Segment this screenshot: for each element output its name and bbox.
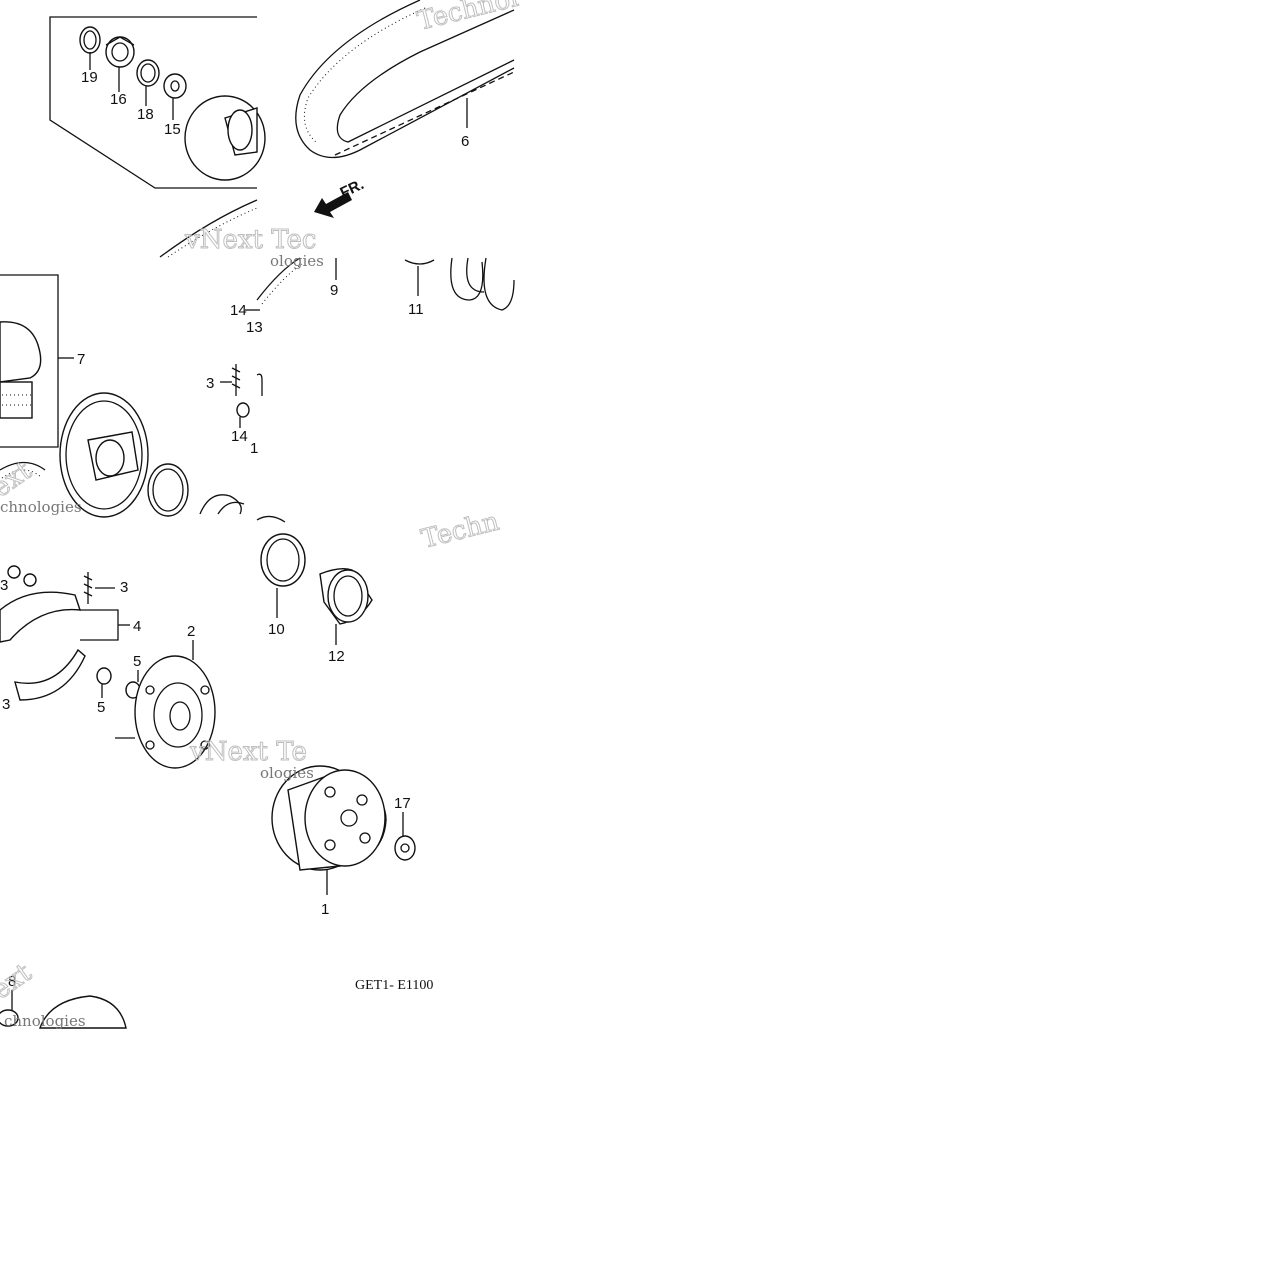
needle-bearing-16-icon xyxy=(105,36,135,68)
callout-1-partial: 1 xyxy=(250,440,258,457)
callout-9: 9 xyxy=(330,282,338,299)
callout-6: 6 xyxy=(461,133,469,150)
callout-15: 15 xyxy=(164,121,181,138)
tile-lower-left: 3 3 4 3 5 5 2 vNext Te xyxy=(0,565,307,769)
callout-13: 13 xyxy=(246,319,263,336)
front-arrow-label: FR. xyxy=(338,176,367,202)
spring-11-icon xyxy=(404,259,435,265)
callout-11: 11 xyxy=(408,301,424,318)
drive-belt-6-icon xyxy=(295,0,515,159)
callout-5: 5 xyxy=(133,653,141,670)
callout-3: 3 xyxy=(206,375,214,392)
tile-middle-right: 9 11 14 13 ologies xyxy=(230,252,515,396)
watermark-text: vNext Tec xyxy=(184,225,316,255)
inset-frame xyxy=(49,16,257,189)
drive-plate-2-icon xyxy=(134,655,216,769)
spring-3-icon xyxy=(231,364,241,396)
seal-ring-icon xyxy=(147,463,189,517)
driven-pulley-7-icon xyxy=(0,321,42,383)
tile-top-right: 6 FR. Technol xyxy=(295,0,522,218)
callout-5: 5 xyxy=(97,699,105,716)
watermark-text: Techn xyxy=(418,507,502,555)
callout-17: 17 xyxy=(394,795,411,812)
callout-3-partial: 3 xyxy=(0,577,8,594)
tile-bottom-left: 8 ext chnologies xyxy=(0,957,127,1030)
callout-3-low: 3 xyxy=(2,696,10,713)
watermark-text: ext xyxy=(0,958,38,1006)
tile-top-left: vNext Tec 19 16 18 15 xyxy=(49,16,317,258)
clutch-assembly-fragment-icon xyxy=(39,995,127,1029)
watermark-text: vNext Te xyxy=(189,737,307,767)
callout-1: 1 xyxy=(321,901,329,918)
tile-middle-left: 7 3 14 1 ext chnologies xyxy=(0,274,258,518)
ring-10-icon xyxy=(260,533,306,587)
callout-18: 18 xyxy=(137,106,154,123)
tile-lower-right: 10 12 Techn xyxy=(256,506,503,665)
callout-10: 10 xyxy=(268,621,285,638)
callout-3: 3 xyxy=(120,579,128,596)
part-8-icon xyxy=(0,1009,19,1027)
nut-17-icon xyxy=(394,835,416,861)
clutch-shoe-4-icon xyxy=(14,648,86,701)
spring-3-icon xyxy=(83,572,93,604)
watermark-text: chnologies xyxy=(0,498,82,516)
diagram-code: GET1- E1100 xyxy=(355,978,433,993)
callout-14: 14 xyxy=(230,302,247,319)
tile-bottom: 1 17 ologies GET1- E1100 xyxy=(260,764,433,993)
callout-8: 8 xyxy=(8,973,16,990)
callout-7: 7 xyxy=(77,351,85,368)
watermark-text: ologies xyxy=(270,252,324,270)
callout-4: 4 xyxy=(133,618,141,635)
callout-19: 19 xyxy=(81,69,98,86)
ball-bearing-15-icon xyxy=(163,73,187,99)
clutch-shoe-4-icon xyxy=(0,591,82,643)
collar-5-icon xyxy=(96,667,112,685)
callout-16: 16 xyxy=(110,91,127,108)
callout-12: 12 xyxy=(328,648,345,665)
callout-14: 14 xyxy=(231,428,248,445)
callout-2: 2 xyxy=(187,623,195,640)
watermark-text: ologies xyxy=(260,764,314,782)
belt-fragment-icon xyxy=(159,199,258,258)
watermark-text: chnologies xyxy=(4,1012,86,1030)
watermark-text: ext xyxy=(0,456,38,504)
front-arrow-icon xyxy=(314,192,352,218)
compression-spring-icon xyxy=(450,257,515,311)
